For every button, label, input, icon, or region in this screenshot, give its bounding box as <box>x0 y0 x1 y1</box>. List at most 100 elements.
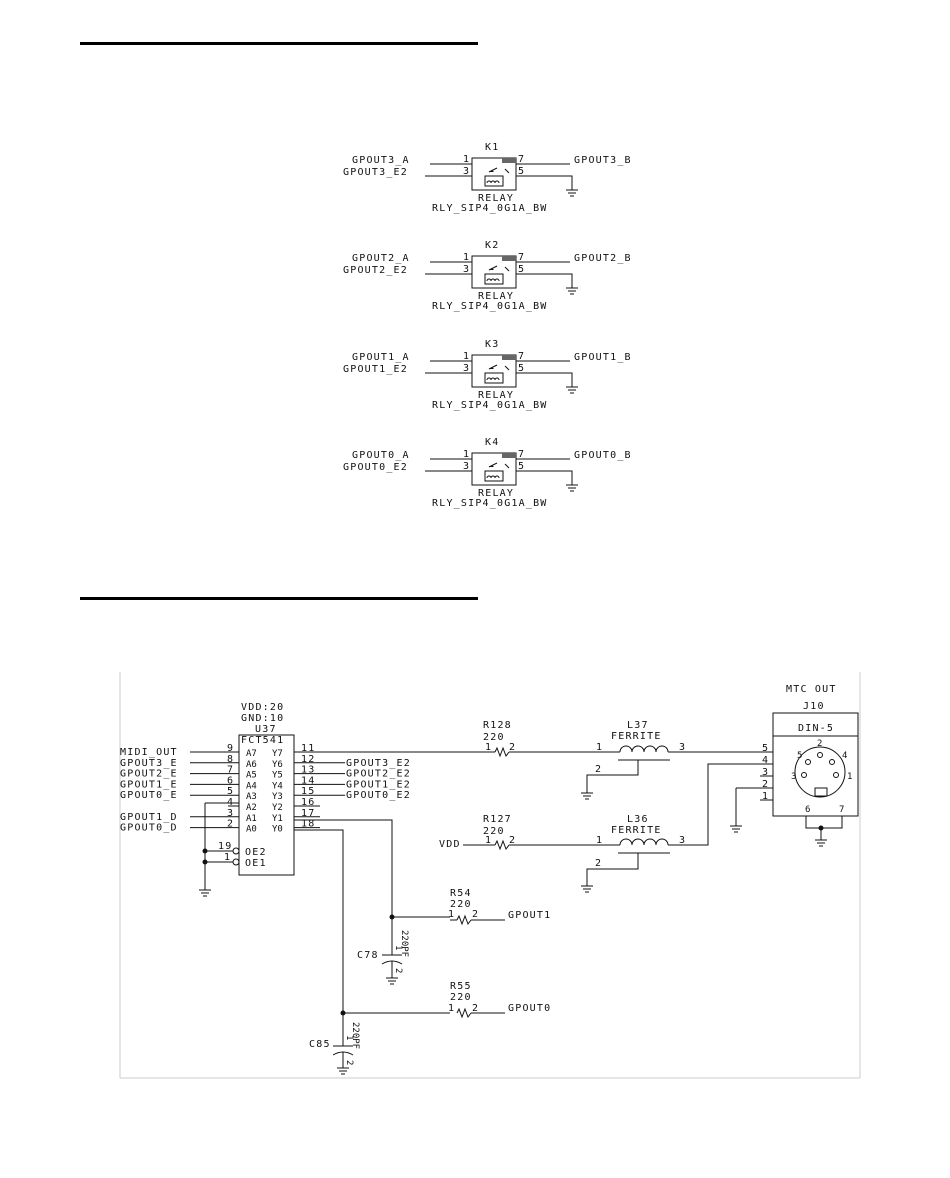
relay-body <box>471 354 517 388</box>
relay-pin: 3 <box>463 166 470 177</box>
buffer-input-net: GPOUT1_D <box>120 812 178 823</box>
relay-coil-wind <box>486 475 500 479</box>
relay-pin: 3 <box>463 363 470 374</box>
buffer-output-net: GPOUT3_E2 <box>346 758 411 769</box>
buffer-a-label: A0 <box>246 825 257 835</box>
r127-value: 220 <box>483 826 505 837</box>
buffer-output-pin: 17 <box>301 808 315 819</box>
buffer-output-pin: 15 <box>301 786 315 797</box>
relay-pin: 5 <box>518 264 525 275</box>
c85-ref: C85 <box>309 1039 331 1050</box>
l36-value: FERRITE <box>611 825 662 836</box>
buffer-output-pin: 13 <box>301 765 315 776</box>
relay-indicator <box>502 256 516 261</box>
r127-p1: 1 <box>485 835 492 846</box>
l37-p2: 3 <box>679 742 686 753</box>
r127-ref: R127 <box>483 814 512 825</box>
relay-net-a: GPOUT1_A <box>352 352 410 363</box>
buffer-y-label: Y5 <box>272 771 283 781</box>
buffer-input-net: GPOUT0_D <box>120 823 178 834</box>
relay-indicator <box>502 158 516 163</box>
c85-p2: 2 <box>344 1060 354 1065</box>
relay-coil <box>484 470 504 482</box>
relay-k4: K41375GPOUT0_AGPOUT0_E2GPOUT0_BRELAYRLY_… <box>343 437 631 509</box>
relay-net-b: GPOUT3_B <box>574 155 632 166</box>
r128-p1: 1 <box>485 742 492 753</box>
buffer-a-label: A3 <box>246 792 257 802</box>
buffer-a-label: A5 <box>246 771 257 781</box>
buffer-y-label: Y2 <box>272 803 283 813</box>
buffer-input-pin: 2 <box>227 819 234 830</box>
r55-body <box>456 1007 472 1019</box>
relay-value: RELAY <box>478 488 514 499</box>
buffer-a-label: A4 <box>246 781 257 791</box>
r55-p1: 1 <box>448 1003 455 1014</box>
c78-p1: 1 <box>393 945 403 950</box>
buffer-input-pin: 9 <box>227 743 234 754</box>
relay-net-b: GPOUT1_B <box>574 352 632 363</box>
r54-ref: R54 <box>450 888 472 899</box>
ground-symbol <box>199 889 211 897</box>
relay-contact <box>490 367 494 369</box>
section-divider-middle <box>80 597 478 600</box>
connector-part: DIN-5 <box>798 723 834 734</box>
relay-k1: K11375GPOUT3_AGPOUT3_E2GPOUT3_BRELAYRLY_… <box>343 142 632 214</box>
relay-ref: K2 <box>485 240 499 251</box>
relay-coil <box>484 372 504 384</box>
relay-net-a: GPOUT2_A <box>352 253 410 264</box>
relay-switch <box>488 167 498 173</box>
relay-indicator <box>502 453 516 458</box>
relay-coil-wind <box>486 377 500 381</box>
relay-net-b: GPOUT2_B <box>574 253 632 264</box>
buffer-y-label: Y6 <box>272 760 283 770</box>
relay-pin: 7 <box>518 252 525 263</box>
relay-switch <box>488 265 498 271</box>
r128-ref: R128 <box>483 720 512 731</box>
buffer-input-pin: 8 <box>227 754 234 765</box>
r54-body <box>456 914 472 926</box>
relay-pin: 3 <box>463 461 470 472</box>
c78-ref: C78 <box>357 950 379 961</box>
relay-value: RELAY <box>478 390 514 401</box>
r54-value: 220 <box>450 899 472 910</box>
buffer-input-net: GPOUT3_E <box>120 758 178 769</box>
r128-p2: 2 <box>509 742 516 753</box>
r55-ref: R55 <box>450 981 472 992</box>
relay-switch <box>488 462 498 468</box>
relay-body <box>471 157 517 191</box>
buffer-y-label: Y1 <box>272 814 283 824</box>
r54-p2: 2 <box>472 909 479 920</box>
l36-ref: L36 <box>627 814 649 825</box>
relay-contact <box>490 170 494 172</box>
buffer-input-pin: 3 <box>227 808 234 819</box>
section-divider-top <box>80 42 478 45</box>
relay-contact <box>490 465 494 467</box>
l36-p3: 2 <box>595 858 602 869</box>
buffer-input-net: GPOUT1_E <box>120 779 178 790</box>
r54-p1: 1 <box>448 909 455 920</box>
relay-net-e: GPOUT1_E2 <box>343 364 408 375</box>
buffer-input-net: GPOUT0_E <box>120 790 178 801</box>
buffer-input-net: MIDI_OUT <box>120 747 178 758</box>
buffer-a-label: A7 <box>246 749 257 759</box>
buffer-gnd: GND:10 <box>241 713 284 724</box>
l36-p2: 3 <box>679 835 686 846</box>
oe1-name: OE1 <box>245 858 267 869</box>
c78-p2: 2 <box>393 968 403 973</box>
l37-p1: 1 <box>596 742 603 753</box>
connector-pin: 4 <box>762 755 769 766</box>
buffer-a-label: A6 <box>246 760 257 770</box>
relay-ref: K4 <box>485 437 499 448</box>
buffer-output-net: GPOUT1_E2 <box>346 779 411 790</box>
buffer-output-pin: 11 <box>301 743 315 754</box>
relay-pin: 1 <box>463 351 470 362</box>
oe2-pin: 19 <box>218 841 232 852</box>
relay-net-a: GPOUT3_A <box>352 155 410 166</box>
relay-pin: 7 <box>518 351 525 362</box>
relay-part: RLY_SIP4_0G1A_BW <box>432 203 548 214</box>
